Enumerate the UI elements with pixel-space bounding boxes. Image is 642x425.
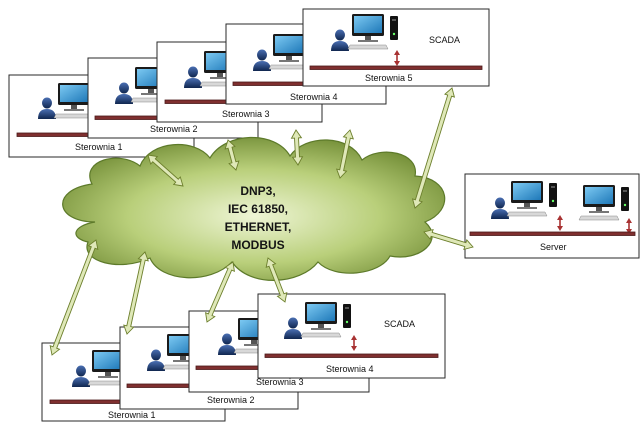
server-label: Server (540, 242, 567, 252)
double-headed-arrow-icon (265, 257, 288, 303)
double-headed-arrow-icon (290, 129, 304, 166)
station-label: Sterownia 3 (222, 109, 270, 119)
bottom-station-4: SCADA Sterownia 4 (257, 293, 446, 379)
station-label: Sterownia 4 (326, 364, 374, 374)
double-headed-arrow-icon (49, 239, 99, 356)
double-headed-arrow-icon (147, 154, 184, 187)
double-headed-arrow-icon (335, 129, 355, 179)
protocol-line-4: MODBUS (231, 238, 284, 252)
station-label: Sterownia 5 (365, 73, 413, 83)
top-stations: Sterownia 1 Sterownia 2 Sterownia 3 Ster… (8, 8, 490, 158)
double-headed-arrow-icon (224, 139, 240, 171)
station-label: Sterownia 1 (75, 142, 123, 152)
station-label: Sterownia 4 (290, 92, 338, 102)
double-headed-arrow-icon (411, 87, 456, 209)
station-label: Sterownia 1 (108, 410, 156, 420)
bus-line (309, 65, 483, 70)
double-headed-arrow-icon (123, 251, 149, 335)
station-label: Sterownia 2 (207, 395, 255, 405)
double-headed-arrow-icon (423, 228, 474, 251)
bottom-stations: Sterownia 1 Sterownia 2 Sterownia 3 SCAD… (41, 293, 446, 422)
bus-line (264, 353, 439, 358)
protocol-line-3: ETHERNET, (225, 220, 292, 234)
protocol-line-1: DNP3, (240, 184, 275, 198)
station-label: Sterownia 2 (150, 124, 198, 134)
link-arrows (49, 87, 474, 356)
protocol-line-2: IEC 61850, (228, 202, 288, 216)
station-label: Sterownia 3 (256, 377, 304, 387)
scada-tag: SCADA (429, 35, 460, 45)
network-cloud: DNP3, IEC 61850, ETHERNET, MODBUS (62, 136, 446, 281)
top-station-5: SCADA Sterownia 5 (302, 8, 490, 87)
double-headed-arrow-icon (205, 261, 235, 323)
scada-tag: SCADA (384, 319, 415, 329)
server-station: Server (464, 173, 640, 259)
bus-line (469, 231, 636, 236)
